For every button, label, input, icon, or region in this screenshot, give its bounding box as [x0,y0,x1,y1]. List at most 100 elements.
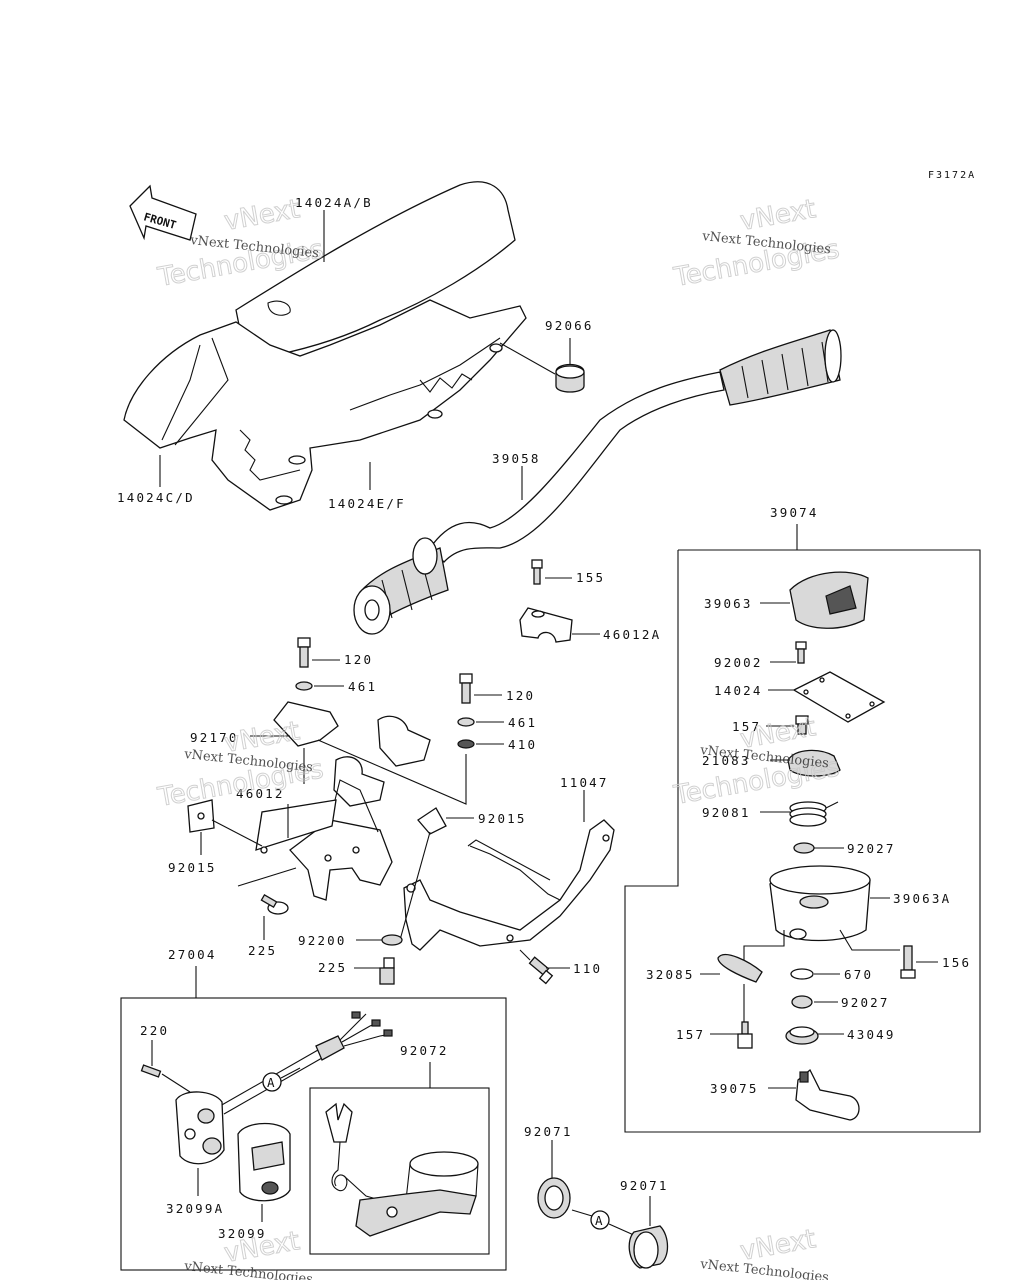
washer-92027-lower-icon [791,995,813,1009]
switch-32099-part [237,1122,291,1202]
watermark-text: vNext [738,1224,818,1267]
bolt-120-left-part [297,637,311,668]
spring-92081-part [789,801,839,827]
watermark-top-right: vNext Technologies vNext Technologies [671,194,843,294]
handlebar-mount-bracket-part [255,701,431,901]
label-11047: 11047 [560,775,609,790]
part-32085 [717,953,763,983]
label-92027-lower: 92027 [841,995,890,1010]
screw-157-upper-part [795,715,809,735]
washer-92200-icon [381,934,403,946]
leader-ref-a-right-2 [608,1223,637,1237]
label-461-right: 461 [508,715,537,730]
label-14024ef: 14024E/F [328,496,406,511]
ref-a-marker-right [590,1210,610,1230]
label-39063: 39063 [704,596,753,611]
washer-410-icon [457,739,475,749]
bolt-110-part [528,956,554,985]
plug-92066-part [555,363,585,393]
leader-92066-b [499,342,556,375]
watermark-bottom-right: vNext vNext Technologies [699,1224,830,1280]
washer-92027-upper-icon [793,842,815,854]
watermark-middle-right: vNext Technologies vNext Technologies [671,712,843,812]
label-120-left: 120 [344,652,373,667]
bolt-156-part [900,945,916,979]
label-157-lower: 157 [676,1027,705,1042]
label-92081: 92081 [702,805,751,820]
label-27004: 27004 [168,947,217,962]
throttle-lever-39075-part [795,1068,860,1121]
label-110: 110 [573,961,602,976]
cover-39063-part [789,571,869,629]
ring-92071-upper-part [537,1177,571,1219]
label-92027-upper: 92027 [847,841,896,856]
label-92200: 92200 [298,933,347,948]
leader-92015-left-b [211,819,263,847]
label-92015-left: 92015 [168,860,217,875]
handlebar-39058-part [353,329,842,635]
ref-a-label-right: A [595,1213,603,1228]
bracket-11047-part [403,819,615,951]
label-156: 156 [942,955,971,970]
leader-ref-a-right-1 [571,1209,593,1217]
label-14024: 14024 [714,683,763,698]
screw-157-lower-part [737,1021,753,1049]
washer-461-right-icon [457,717,475,727]
watermark-text: vNext [738,194,818,237]
label-32085: 32085 [646,967,695,982]
front-arrow-icon: FRONT [129,184,197,241]
label-46012: 46012 [236,786,285,801]
label-410: 410 [508,737,537,752]
group-27004-box [120,997,507,1271]
label-92071-upper: 92071 [524,1124,573,1139]
seal-43049-part [785,1026,819,1045]
label-39063a: 39063A [893,891,951,906]
leader-410-bracket [317,739,467,805]
label-92015-right: 92015 [478,811,527,826]
holder-46012a-part [519,607,573,643]
label-39074: 39074 [770,505,819,520]
label-32099: 32099 [218,1226,267,1241]
ring-92071-lower-part [628,1225,669,1269]
label-155: 155 [576,570,605,585]
leader-housing-156 [839,929,900,951]
screw-220-part [140,1064,162,1078]
label-157-upper: 157 [732,719,761,734]
label-92066: 92066 [545,318,594,333]
label-14024cd: 14024C/D [117,490,195,505]
label-46012a: 46012A [603,627,661,642]
label-39075: 39075 [710,1081,759,1096]
leader-ref-a-left [280,1067,301,1079]
screw-225-left-part [260,894,289,915]
watermark-bottom-left: vNext vNext Technologies [183,1226,314,1280]
clip-92015-right-part [417,807,447,835]
group-92072-box [309,1087,490,1255]
label-92002: 92002 [714,655,763,670]
figure-code: F3172A [928,170,976,181]
leader-220-b [161,1073,191,1093]
label-92170: 92170 [190,730,239,745]
label-39058: 39058 [492,451,541,466]
wire-harness-part [219,1011,393,1115]
leader-110-up [519,949,531,961]
seat-part [123,181,527,511]
oring-670-icon [790,968,814,980]
label-225-left: 225 [248,943,277,958]
leader-housing-32085 [743,930,785,966]
screw-92002-part [795,641,807,664]
clamp-band-part [355,1151,479,1237]
label-220: 220 [140,1023,169,1038]
ref-a-label-left: A [267,1075,275,1090]
lever-21083-part [787,749,841,777]
lanyard-clip-part [325,1102,381,1201]
bolt-120-right-part [459,673,473,704]
label-92072: 92072 [400,1043,449,1058]
watermark-text: vNext [222,194,302,237]
leader-225-left-b [237,867,297,887]
bolt-155-part [531,559,543,585]
switch-32099a-part [175,1091,225,1165]
label-670: 670 [844,967,873,982]
label-14024ab: 14024A/B [295,195,373,210]
ref-a-marker-left [262,1072,282,1092]
